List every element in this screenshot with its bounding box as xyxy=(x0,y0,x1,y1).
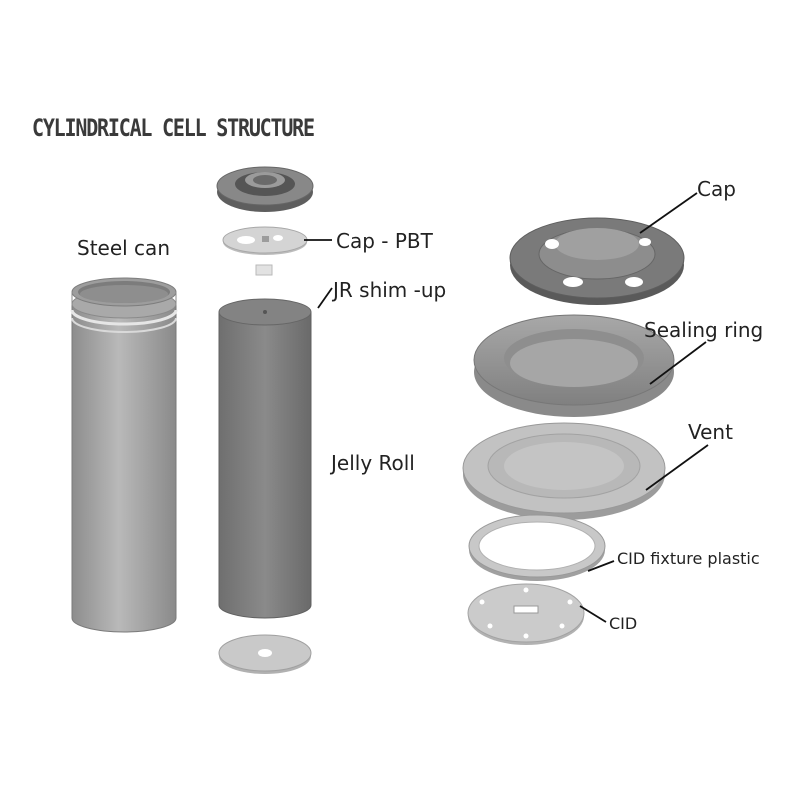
label-sealing-ring: Sealing ring xyxy=(644,318,764,342)
label-steel-can: Steel can xyxy=(77,236,170,260)
vent-part xyxy=(462,422,666,520)
label-jr-shim: JR shim -up xyxy=(333,278,447,302)
cap-pbt-part xyxy=(222,226,308,255)
diagram-title: CYLINDRICAL CELL STRUCTURE xyxy=(32,113,315,142)
label-jelly-roll: Jelly Roll xyxy=(331,451,415,475)
jelly-roll-part xyxy=(218,298,312,619)
leader-cid-fixture xyxy=(587,560,615,572)
label-cid-fixture: CID fixture plastic xyxy=(617,549,760,568)
label-cap: Cap xyxy=(697,177,736,201)
leader-sealing-ring xyxy=(649,341,707,385)
sealing-ring-part xyxy=(473,314,675,417)
leader-cid xyxy=(579,605,607,623)
steel-can-part xyxy=(70,277,178,633)
leader-vent xyxy=(645,444,709,491)
jr-shim-part xyxy=(255,264,273,276)
cid-part xyxy=(467,583,585,645)
bottom-insulator-part xyxy=(218,634,312,674)
leader-jr-shim xyxy=(317,287,333,309)
label-vent: Vent xyxy=(688,420,733,444)
label-cap-pbt: Cap - PBT xyxy=(336,229,433,253)
cid-fixture-part xyxy=(468,514,606,581)
cap-exploded-part xyxy=(509,217,685,305)
leader-lines xyxy=(304,192,709,623)
label-cid: CID xyxy=(609,614,638,633)
cap-top-part xyxy=(216,166,314,212)
leader-cap xyxy=(639,192,698,234)
